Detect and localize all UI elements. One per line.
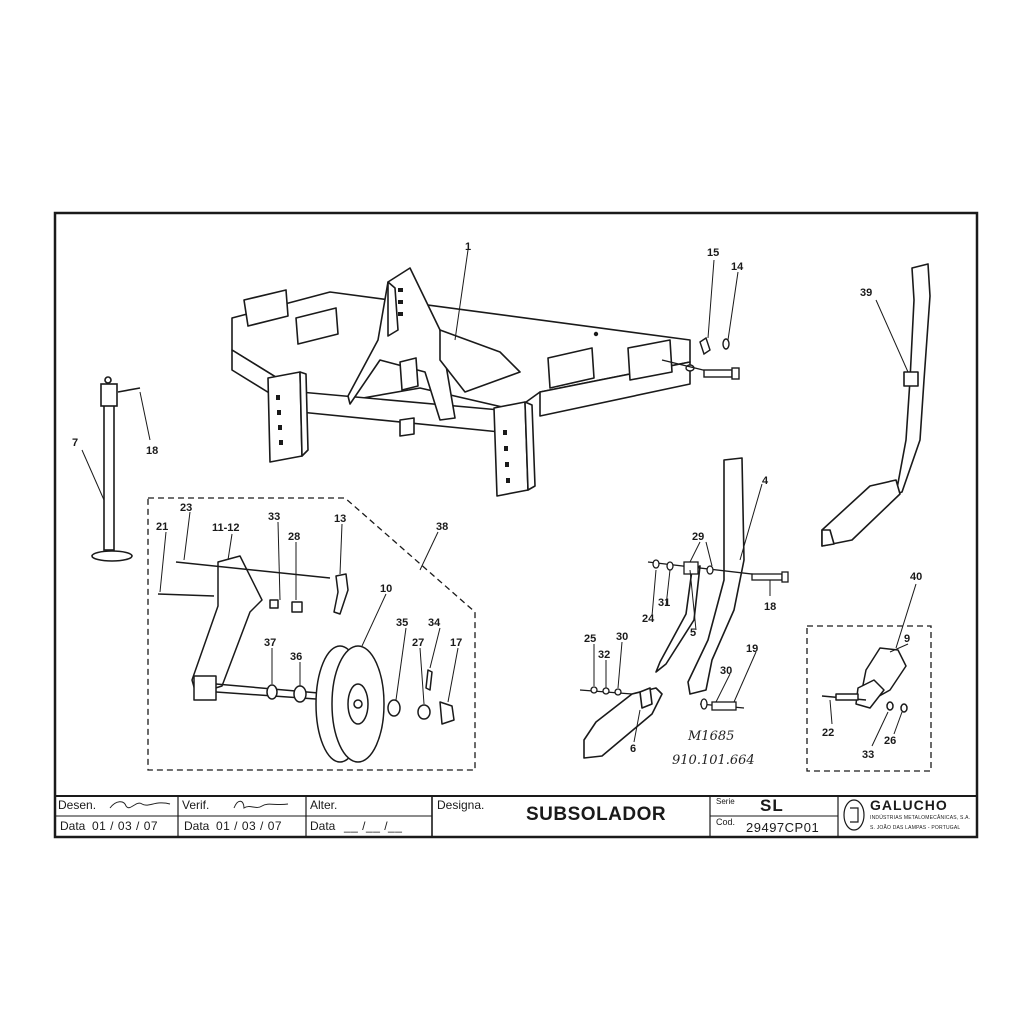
callout-18-top: 18 xyxy=(146,445,158,457)
callout-15: 15 xyxy=(707,247,719,259)
serie-label: Serie xyxy=(716,797,735,806)
callout-7: 7 xyxy=(72,437,78,449)
callout-35: 35 xyxy=(396,617,408,629)
callout-13: 13 xyxy=(334,513,346,525)
cod-label: Cod. xyxy=(716,817,736,827)
callout-14: 14 xyxy=(731,261,744,273)
callout-9: 9 xyxy=(904,633,910,645)
alter-label: Alter. xyxy=(310,798,338,812)
drawing-code: 29497CP01 xyxy=(746,820,820,835)
verif-label: Verif. xyxy=(182,798,210,812)
callout-38: 38 xyxy=(436,521,448,533)
designa-label: Designa. xyxy=(437,798,485,812)
company-address: S. JOÃO DAS LAMPAS - PORTUGAL xyxy=(870,825,961,831)
callout-17: 17 xyxy=(450,637,462,649)
callout-33-point: 33 xyxy=(862,749,874,761)
desen-date: 01 / 03 / 07 xyxy=(92,819,159,833)
shank-4 xyxy=(583,457,745,759)
point-assembly-40 xyxy=(821,647,908,713)
verif-date: 01 / 03 / 07 xyxy=(216,819,283,833)
leader-lines xyxy=(81,249,917,747)
company-subtitle: INDÚSTRIAS METALOMECÂNICAS, S.A. xyxy=(870,815,971,821)
callout-40: 40 xyxy=(910,571,922,583)
wheel-assembly-boundary xyxy=(147,497,476,771)
drawing-border xyxy=(53,211,979,839)
callout-26: 26 xyxy=(884,735,896,747)
callout-25: 25 xyxy=(584,633,596,645)
wheel-assembly xyxy=(157,555,455,763)
callout-31: 31 xyxy=(658,597,670,609)
handwritten-ref-2: 910.101.664 xyxy=(672,753,755,768)
callout-32: 32 xyxy=(598,649,610,661)
callout-23: 23 xyxy=(180,502,192,514)
callout-4: 4 xyxy=(762,475,769,487)
callout-21: 21 xyxy=(156,521,168,533)
callout-34: 34 xyxy=(428,617,441,629)
handwritten-ref-1: M1685 xyxy=(687,729,734,744)
callout-10: 10 xyxy=(380,583,392,595)
bolt-assembly-14-15 xyxy=(661,336,740,380)
callout-22: 22 xyxy=(822,727,834,739)
callout-36: 36 xyxy=(290,651,302,663)
callout-28: 28 xyxy=(288,531,300,543)
drawing-title: SUBSOLADOR xyxy=(526,804,667,825)
callout-24: 24 xyxy=(642,613,655,625)
shank-39 xyxy=(821,263,931,547)
desen-label: Desen. xyxy=(58,798,97,812)
callout-29: 29 xyxy=(692,531,704,543)
company-logo xyxy=(843,799,865,831)
alter-date: __ /__ /__ xyxy=(344,819,403,833)
callout-19: 19 xyxy=(746,643,758,655)
callout-37: 37 xyxy=(264,637,276,649)
callout-33-wheel: 33 xyxy=(268,511,280,523)
alter-data-label: Data xyxy=(310,819,336,833)
verif-data-label: Data xyxy=(184,819,210,833)
callout-39: 39 xyxy=(860,287,872,299)
callout-30-top: 30 xyxy=(616,631,628,643)
callout-5: 5 xyxy=(690,627,696,639)
title-block-grid xyxy=(55,795,977,837)
callout-11-12: 11-12 xyxy=(212,522,240,534)
callout-labels: 1 15 14 39 18 7 4 23 21 11-12 33 28 13 3… xyxy=(72,241,922,768)
callout-27: 27 xyxy=(412,637,424,649)
desen-data-label: Data xyxy=(60,819,86,833)
serie-value: SL xyxy=(760,796,784,815)
callout-6: 6 xyxy=(630,743,636,755)
signatures xyxy=(109,800,289,809)
assembly-40-boundary xyxy=(806,625,932,772)
jack-stand xyxy=(91,376,141,562)
company-name: GALUCHO xyxy=(870,797,948,813)
callout-18-bolt: 18 xyxy=(764,601,776,613)
main-frame xyxy=(231,267,691,497)
callout-1: 1 xyxy=(465,241,471,253)
frame-holes xyxy=(276,288,599,483)
callout-30-bottom: 30 xyxy=(720,665,732,677)
